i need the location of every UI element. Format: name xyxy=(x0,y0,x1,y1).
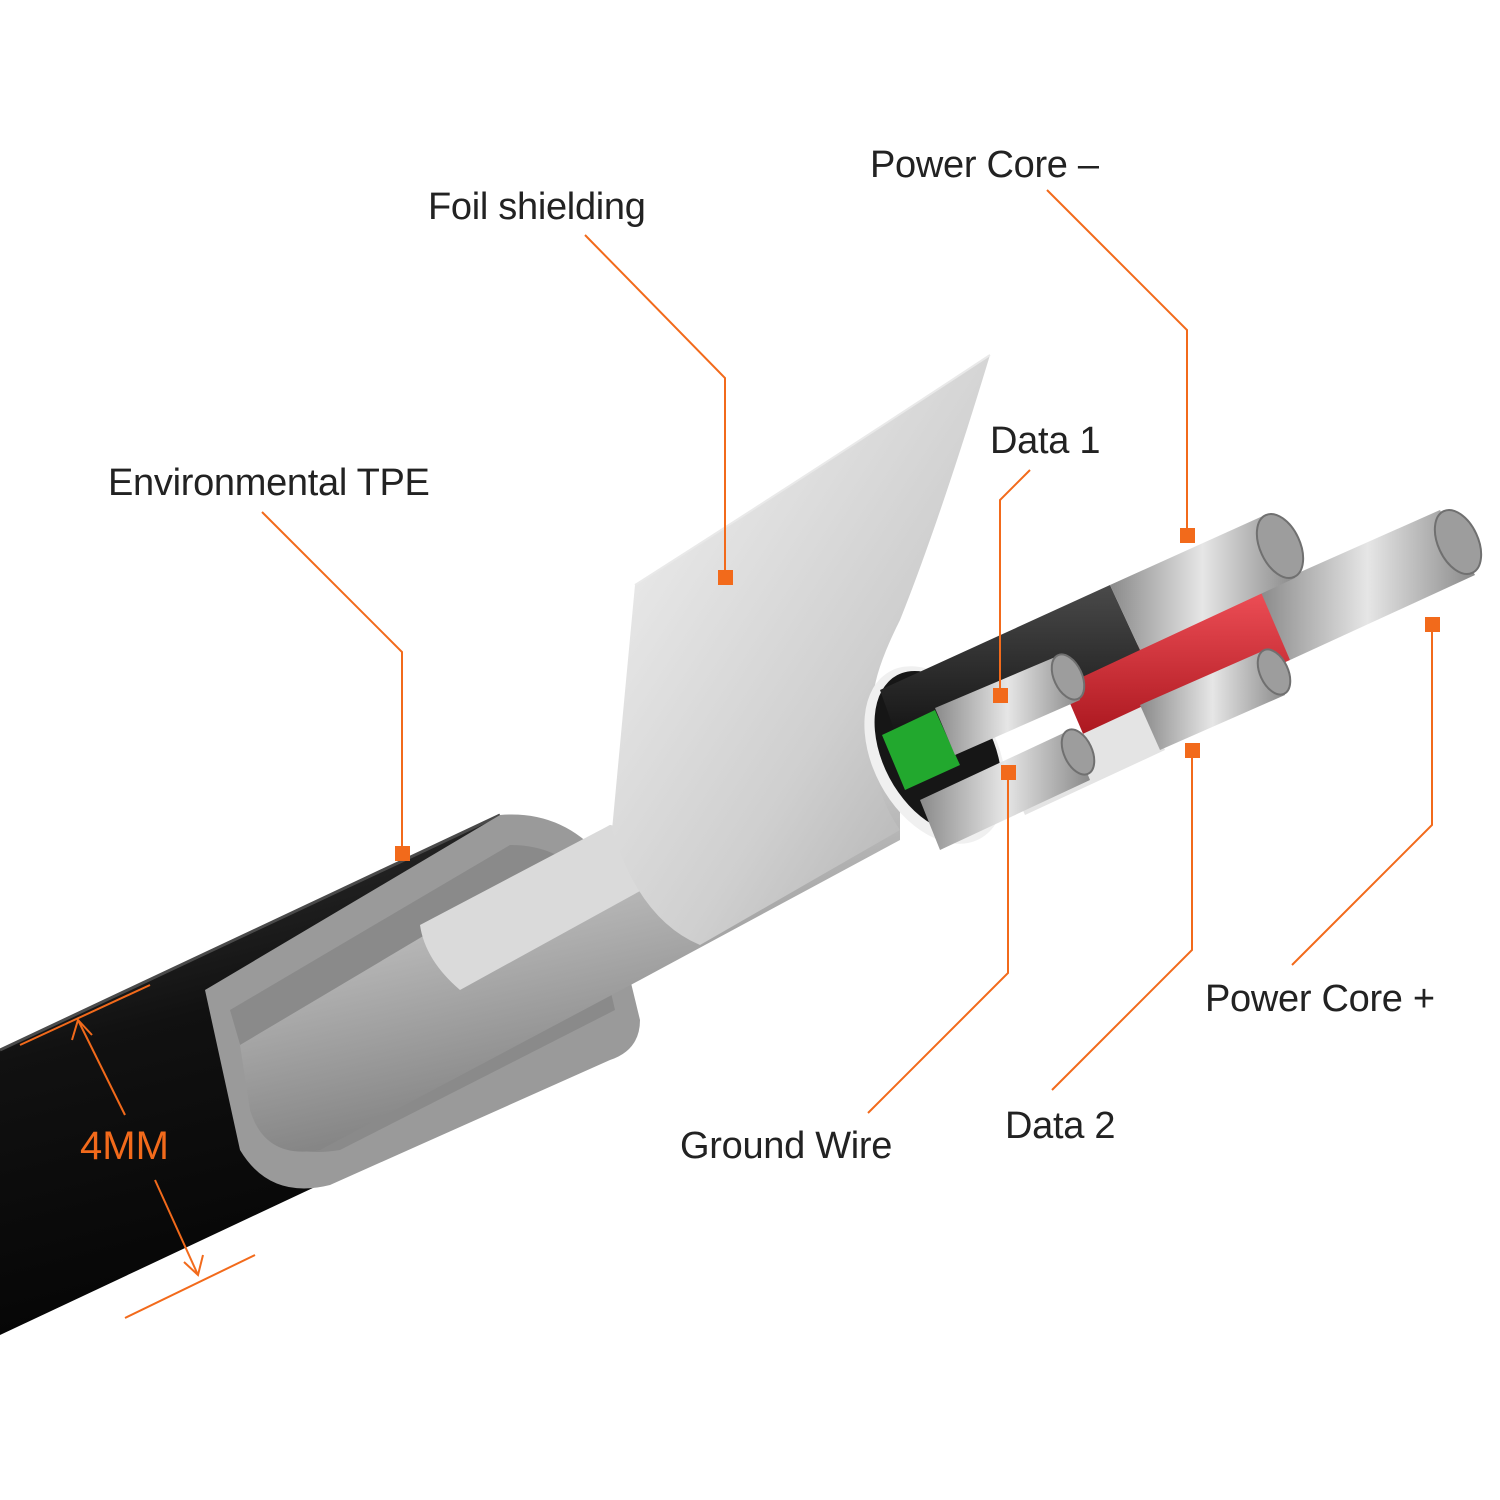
power-core-plus-wire xyxy=(1060,509,1483,750)
label-diameter: 4MM xyxy=(80,1124,169,1168)
label-power-core-minus: Power Core – xyxy=(870,144,1099,186)
marker-environmental-tpe xyxy=(395,846,410,861)
dimension-extension-top xyxy=(19,984,151,1046)
label-ground-wire: Ground Wire xyxy=(680,1125,893,1167)
dimension-extension-bottom xyxy=(124,1254,256,1319)
marker-foil-shielding xyxy=(718,570,733,585)
dimension-arrow-top xyxy=(71,1018,93,1041)
label-environmental-tpe: Environmental TPE xyxy=(108,462,430,504)
diameter-dimension xyxy=(19,984,256,1319)
dimension-line-lower xyxy=(154,1179,199,1276)
dimension-arrow-bottom xyxy=(183,1254,204,1277)
leader-data-2 xyxy=(1051,750,1193,1091)
marker-data-2 xyxy=(1185,743,1200,758)
dimension-line-upper xyxy=(77,1019,126,1116)
marker-power-core-minus xyxy=(1180,528,1195,543)
leader-foil-shielding xyxy=(584,234,726,577)
leader-ground-wire xyxy=(867,773,1009,1114)
label-power-core-plus: Power Core + xyxy=(1205,978,1435,1020)
leader-power-core-plus xyxy=(1291,625,1433,966)
label-data-1: Data 1 xyxy=(990,420,1101,462)
foil-shielding-sheet xyxy=(612,354,991,945)
data-1-wire xyxy=(882,653,1086,790)
label-foil-shielding: Foil shielding xyxy=(428,186,646,228)
marker-squares xyxy=(395,528,1440,861)
ground-wire xyxy=(920,728,1096,850)
label-data-2: Data 2 xyxy=(1005,1105,1116,1147)
leader-lines xyxy=(261,189,1433,1114)
marker-power-core-plus xyxy=(1425,617,1440,632)
leader-power-core-minus xyxy=(1046,189,1188,535)
leader-environmental-tpe xyxy=(261,511,403,853)
marker-ground-wire xyxy=(1001,765,1016,780)
leader-data-1 xyxy=(999,469,1031,695)
marker-data-1 xyxy=(993,688,1008,703)
